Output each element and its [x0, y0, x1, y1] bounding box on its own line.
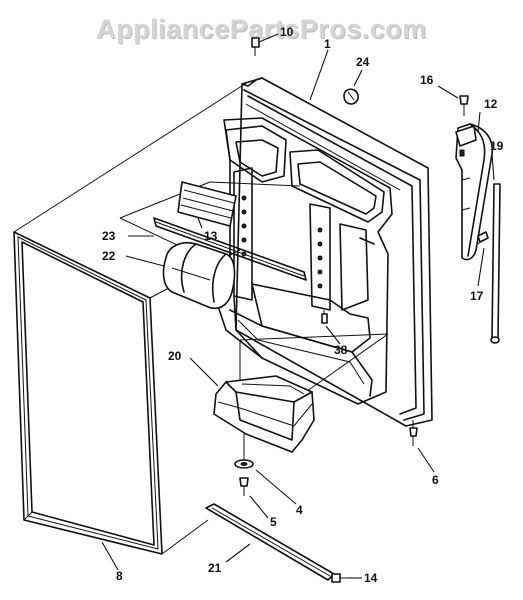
handle-screw-top — [459, 95, 469, 116]
door-outer-panel — [235, 77, 433, 427]
handle-screw-side — [477, 231, 489, 245]
callout-19: 19 — [490, 139, 504, 153]
callout-23: 23 — [102, 229, 116, 243]
dairy-door-panel — [177, 181, 237, 227]
shelf-pin — [321, 310, 328, 324]
door-bin — [213, 375, 315, 453]
callout-5: 5 — [270, 515, 277, 529]
callout-12: 12 — [484, 97, 498, 111]
callout-21: 21 — [208, 561, 222, 575]
door-stop-part — [343, 88, 359, 105]
watermark: AppliancePartsPros.com — [96, 14, 427, 44]
callout-20: 20 — [168, 349, 182, 363]
callout-10: 10 — [280, 25, 294, 39]
door-gasket — [13, 231, 163, 555]
bottom-hinge-screw — [239, 477, 249, 496]
shelf-retainer-bar — [153, 217, 307, 281]
callout-4: 4 — [296, 503, 303, 517]
leader-lines — [101, 49, 495, 579]
callout-24: 24 — [356, 55, 370, 69]
trim-screw — [331, 573, 348, 583]
screw-top — [251, 33, 279, 56]
callout-labels: 10 1 24 16 12 19 13 23 22 17 38 20 6 4 5… — [102, 25, 504, 585]
hinge-washer — [234, 459, 254, 469]
hinge-screw — [409, 427, 418, 446]
callout-38: 38 — [334, 343, 348, 357]
dairy-compartment — [162, 242, 236, 310]
callout-22: 22 — [102, 249, 116, 263]
callout-6: 6 — [432, 473, 439, 487]
callout-1: 1 — [324, 37, 331, 51]
door-handle — [455, 123, 494, 261]
callout-13: 13 — [204, 229, 218, 243]
callout-14: 14 — [364, 571, 378, 585]
callout-8: 8 — [116, 569, 123, 583]
callout-17: 17 — [470, 289, 484, 303]
handle-trim-strip — [490, 183, 501, 344]
callout-16: 16 — [420, 73, 434, 87]
